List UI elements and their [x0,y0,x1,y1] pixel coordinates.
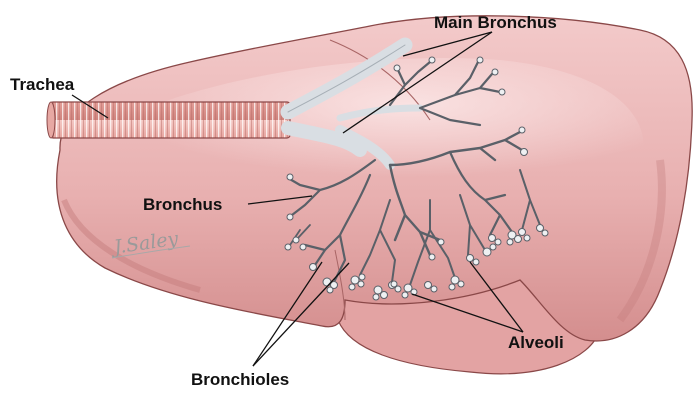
trachea-tube [50,102,290,138]
trachea [47,102,290,138]
label-main-bronchus: Main Bronchus [434,13,557,32]
label-alveoli: Alveoli [508,333,564,352]
label-bronchioles: Bronchioles [191,370,289,389]
trachea-opening [47,102,55,138]
label-bronchus: Bronchus [143,195,222,214]
label-trachea: Trachea [10,75,75,94]
